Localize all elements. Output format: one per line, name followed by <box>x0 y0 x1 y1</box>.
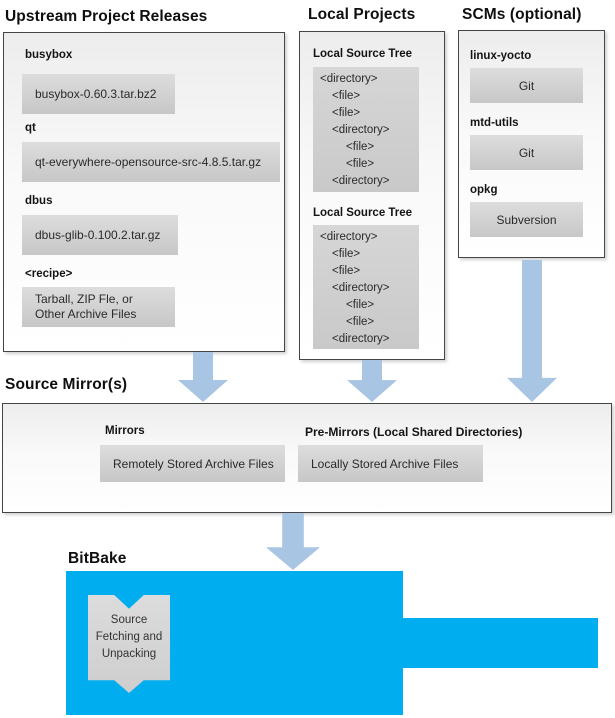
scm-type: Subversion <box>496 212 557 227</box>
down-arrow-icon <box>347 360 397 402</box>
tree-entry: <file> <box>332 248 361 260</box>
chevron-text-line: Unpacking <box>101 647 157 660</box>
tarball-filename: dbus-glib-0.100.2.tar.gz <box>35 228 161 242</box>
tarball-filename: qt-everywhere-opensource-src-4.8.5.tar.g… <box>35 155 262 169</box>
local-source-tree-listing: <directory> <file> <file> <directory> <f… <box>313 225 419 349</box>
scms-heading: SCMs (optional) <box>462 6 582 23</box>
local-source-tree-label: Local Source Tree <box>313 48 413 60</box>
upstream-item-label: dbus <box>25 195 53 207</box>
tree-entry: <file> <box>332 90 361 102</box>
chevron-text-line: Fetching and <box>95 630 163 643</box>
upstream-item-file: dbus-glib-0.100.2.tar.gz <box>22 215 178 255</box>
local-projects-heading: Local Projects <box>308 6 416 23</box>
premirrors-value-box: Locally Stored Archive Files <box>298 445 483 482</box>
source-mirrors-heading: Source Mirror(s) <box>5 376 128 393</box>
upstream-item-label: qt <box>25 122 36 134</box>
mirrors-value-box: Remotely Stored Archive Files <box>100 445 285 482</box>
tree-entry: <file> <box>332 107 361 119</box>
bitbake-output-pipe <box>403 618 598 668</box>
upstream-item-file: busybox-0.60.3.tar.bz2 <box>22 74 175 114</box>
chevron-text-line: Source <box>110 613 148 626</box>
scm-type: Git <box>518 145 535 160</box>
scm-item-label: linux-yocto <box>470 50 532 62</box>
tree-entry: <directory> <box>320 73 378 85</box>
upstream-item-file: qt-everywhere-opensource-src-4.8.5.tar.g… <box>22 142 280 182</box>
scm-item-label: mtd-utils <box>470 117 519 129</box>
upstream-releases-heading: Upstream Project Releases <box>5 8 208 25</box>
tree-entry: <directory> <box>332 282 390 294</box>
scm-type-box: Git <box>470 135 583 170</box>
down-arrow-icon <box>178 352 228 402</box>
tree-entry: <directory> <box>332 333 390 345</box>
source-fetching-chevron: Source Fetching and Unpacking <box>88 595 170 693</box>
down-arrow-icon <box>507 260 557 402</box>
archive-files-line: Tarball, ZIP Fle, or <box>35 292 133 306</box>
tree-entry: <directory> <box>332 124 390 136</box>
mirrors-label: Mirrors <box>105 425 145 437</box>
premirrors-value: Locally Stored Archive Files <box>311 456 459 471</box>
bitbake-heading: BitBake <box>68 550 127 567</box>
tarball-filename: busybox-0.60.3.tar.bz2 <box>35 87 157 101</box>
upstream-item-label: <recipe> <box>25 268 73 280</box>
local-source-tree-listing: <directory> <file> <file> <directory> <f… <box>313 67 419 192</box>
scm-item-label: opkg <box>470 184 498 196</box>
scm-type-box: Subversion <box>470 202 583 237</box>
tree-entry: <directory> <box>320 231 378 243</box>
tree-entry: <directory> <box>332 175 390 187</box>
scm-type: Git <box>518 78 535 93</box>
premirrors-label: Pre-Mirrors (Local Shared Directories) <box>305 425 523 439</box>
upstream-item-file: Tarball, ZIP Fle, or Other Archive Files <box>22 287 175 327</box>
tree-entry: <file> <box>346 316 375 328</box>
down-arrow-icon <box>266 513 320 570</box>
tree-entry: <file> <box>332 265 361 277</box>
archive-files-text: Tarball, ZIP Fle, or Other Archive Files <box>35 292 136 322</box>
tree-entry: <file> <box>346 141 375 153</box>
local-source-tree-label: Local Source Tree <box>313 207 413 219</box>
scm-type-box: Git <box>470 68 583 103</box>
tree-entry: <file> <box>346 299 375 311</box>
upstream-item-label: busybox <box>25 49 73 61</box>
tree-entry: <file> <box>346 158 375 170</box>
mirrors-value: Remotely Stored Archive Files <box>113 456 274 471</box>
archive-files-line: Other Archive Files <box>35 307 137 321</box>
